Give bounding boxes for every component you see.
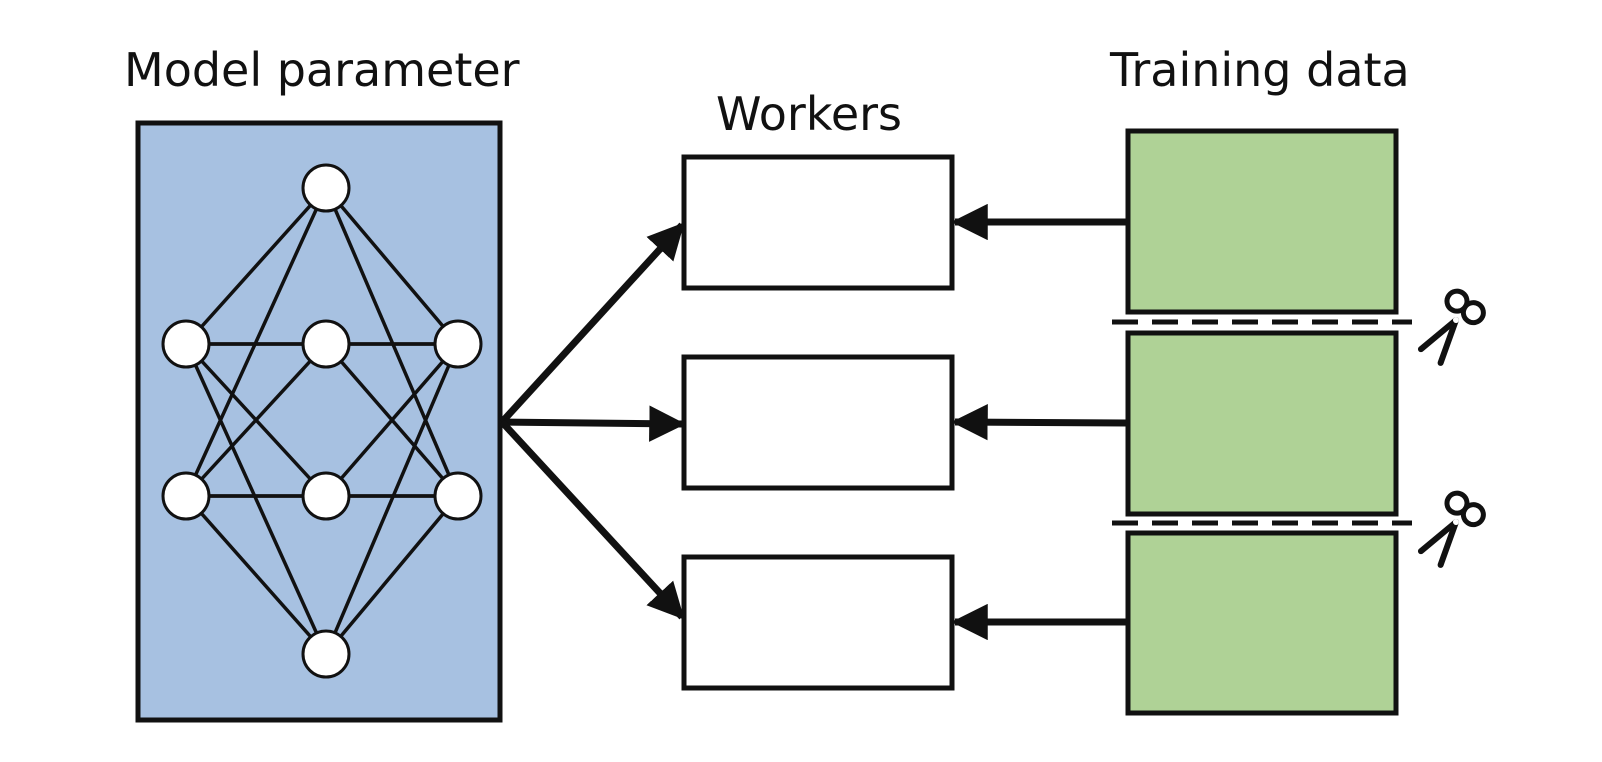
network-node-layer-2 — [301, 319, 351, 369]
network-node-layer-3 — [433, 471, 483, 521]
workers-group — [681, 154, 955, 691]
network-edge — [324, 494, 460, 656]
data-partition-1 — [1125, 128, 1399, 315]
network-edge — [184, 186, 328, 346]
neural-network — [161, 163, 483, 679]
data-partition-2 — [1125, 330, 1399, 517]
network-edge — [184, 342, 328, 498]
arrow-model-to-worker-3 — [499, 419, 685, 620]
worker-box-1 — [681, 154, 955, 291]
network-node-layer-1 — [161, 319, 211, 369]
network-node-layer-2 — [301, 471, 351, 521]
network-node-layer-1 — [161, 471, 211, 521]
network-node-layer-3 — [433, 319, 483, 369]
arrow-model-to-worker-2 — [501, 405, 686, 442]
network-edge — [324, 186, 460, 346]
training-data-title: Training data — [1109, 43, 1410, 97]
training-data-group — [1125, 128, 1399, 716]
scissors-icon — [1417, 288, 1486, 366]
network-edge — [324, 343, 460, 655]
network-node-layer-2 — [301, 163, 351, 213]
workers-title: Workers — [716, 87, 902, 141]
network-edge — [184, 343, 328, 655]
network-edge — [184, 494, 328, 656]
arrow-model-to-worker-1 — [499, 222, 685, 425]
arrow-data-to-worker-2 — [951, 403, 1127, 441]
data-partition-3 — [1125, 530, 1399, 716]
network-edge — [184, 187, 328, 497]
network-edge — [324, 187, 460, 497]
worker-box-2 — [681, 354, 955, 491]
network-edge — [324, 342, 460, 498]
model-parameter-box — [135, 120, 503, 723]
network-nodes — [161, 163, 483, 679]
scissors-icon — [1417, 490, 1486, 568]
network-node-layer-2 — [301, 629, 351, 679]
model-parameter-title: Model parameter — [124, 43, 520, 97]
worker-box-3 — [681, 554, 955, 691]
